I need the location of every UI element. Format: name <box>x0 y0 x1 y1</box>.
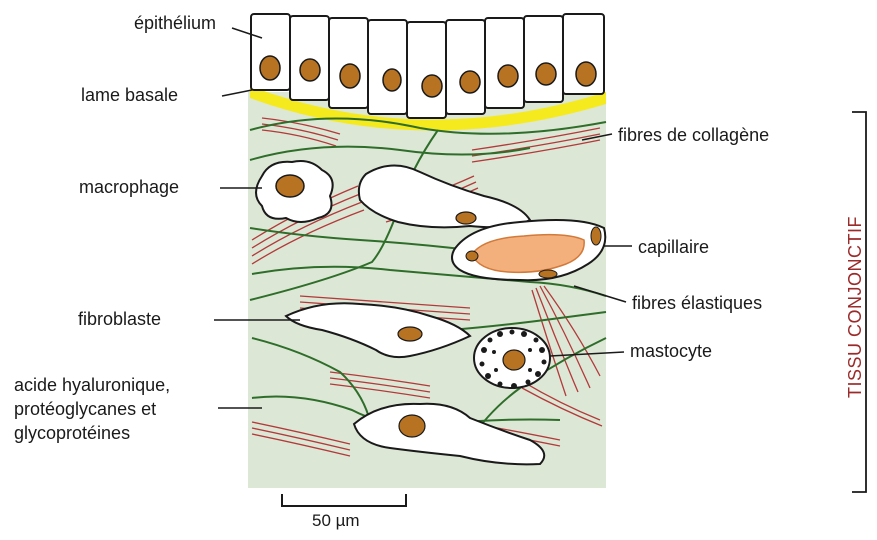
epithelial-cell <box>290 16 329 100</box>
nucleus <box>460 71 480 93</box>
fibroblast-nucleus <box>398 327 422 341</box>
nucleus <box>536 63 556 85</box>
scale-bar-label: 50 µm <box>312 510 360 532</box>
scale-bar <box>282 494 406 506</box>
fibroblast-nucleus <box>399 415 425 437</box>
nucleus <box>498 65 518 87</box>
nucleus <box>260 56 280 80</box>
label-capillaire: capillaire <box>638 236 709 258</box>
macrophage-nucleus <box>276 175 304 197</box>
label-mastocyte: mastocyte <box>630 340 712 362</box>
epithelial-cell <box>485 18 524 108</box>
epithelial-cell <box>407 22 446 118</box>
endothelial-nucleus <box>466 251 478 261</box>
label-elastiques: fibres élastiques <box>632 292 762 314</box>
label-fibroblaste: fibroblaste <box>78 308 161 330</box>
nucleus <box>422 75 442 97</box>
nucleus <box>576 62 596 86</box>
label-matrix-line-1: acide hyaluronique, <box>14 374 170 396</box>
epithelial-cell <box>524 16 563 102</box>
endothelial-nucleus <box>591 227 601 245</box>
label-tissu-conjonctif: TISSU CONJONCTIF <box>845 374 869 398</box>
epithelial-cell <box>329 18 368 108</box>
label-epithelium: épithélium <box>134 12 216 34</box>
nucleus <box>383 69 401 91</box>
fibroblast-nucleus <box>456 212 476 224</box>
nucleus <box>340 64 360 88</box>
mast-cell-nucleus <box>503 350 525 370</box>
nucleus <box>300 59 320 81</box>
endothelial-nucleus <box>539 270 557 278</box>
label-matrix-line-3: glycoprotéines <box>14 422 130 444</box>
epithelial-cell <box>446 20 485 114</box>
label-collagene: fibres de collagène <box>618 124 769 146</box>
leader-lame-basale <box>222 90 252 96</box>
label-matrix-line-2: protéoglycanes et <box>14 398 156 420</box>
label-lame-basale: lame basale <box>81 84 178 106</box>
epithelial-cell <box>368 20 407 114</box>
label-macrophage: macrophage <box>79 176 179 198</box>
